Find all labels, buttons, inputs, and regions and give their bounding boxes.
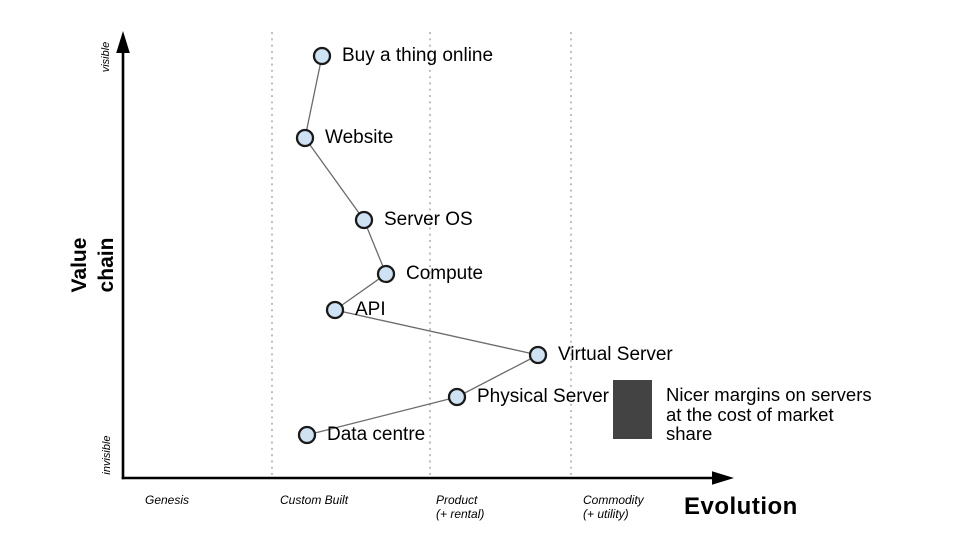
node-label-virtual-server: Virtual Server <box>558 344 673 365</box>
edge-api-to-virtual-server <box>334 309 539 356</box>
component-nodes <box>295 46 548 445</box>
evolution-axis-label: Evolution <box>684 493 798 520</box>
node-website <box>295 128 315 148</box>
stage-label-4: Commodity(+ utility) <box>583 493 644 521</box>
node-label-website: Website <box>325 127 394 148</box>
edge-compute-to-api <box>334 273 387 311</box>
node-label-compute: Compute <box>406 263 484 284</box>
stage-label-line: (+ rental) <box>436 506 485 521</box>
visible-label: visible <box>100 41 112 73</box>
node-api <box>325 300 345 320</box>
value-chain-axis-label-line1: Value <box>68 237 91 293</box>
stage-label-line: Genesis <box>145 493 190 507</box>
edge-server-os-to-compute <box>363 219 387 275</box>
evolution-axis-arrowhead <box>712 471 734 485</box>
component-links <box>304 55 539 436</box>
value-chain-axis-label-line2: chain <box>95 237 118 293</box>
node-compute <box>376 264 396 284</box>
node-label-server-os: Server OS <box>384 209 473 230</box>
stage-label-line: (+ utility) <box>583 506 629 521</box>
stage-label-line: Custom Built <box>280 493 349 507</box>
node-label-buy-a-thing-online: Buy a thing online <box>342 45 494 66</box>
stage-label-2: Custom Built <box>280 493 349 508</box>
stage-dividers <box>270 31 573 476</box>
value-chain-axis-arrowhead <box>116 31 130 53</box>
edge-physical-server-to-data-centre <box>306 396 458 436</box>
axes <box>116 31 734 485</box>
annotation-text-line: Nicer margins on servers <box>666 384 872 405</box>
node-server-os <box>354 210 374 230</box>
annotation-box <box>613 380 652 439</box>
stage-label-line: Commodity <box>583 493 644 507</box>
node-label-physical-server: Physical Server <box>477 386 609 407</box>
stage-label-1: Genesis <box>145 493 190 508</box>
stage-label-line: Product <box>436 493 478 507</box>
annotation-text-line: at the cost of market <box>666 403 834 425</box>
node-physical-server <box>447 387 467 407</box>
invisible-label: invisible <box>101 435 113 475</box>
node-buy-a-thing-online <box>312 46 332 66</box>
stage-label-3: Product(+ rental) <box>436 493 485 521</box>
edge-virtual-server-to-physical-server <box>456 354 539 398</box>
edge-buy-a-thing-online-to-website <box>304 55 323 139</box>
annotation-text-line: share <box>666 423 713 444</box>
node-label-data-centre: Data centre <box>327 424 426 445</box>
node-label-api: API <box>355 299 386 320</box>
node-virtual-server <box>528 345 548 365</box>
edge-website-to-server-os <box>304 137 365 221</box>
node-data-centre <box>297 425 317 445</box>
value-chain-axis-label: Value chain <box>66 195 120 335</box>
